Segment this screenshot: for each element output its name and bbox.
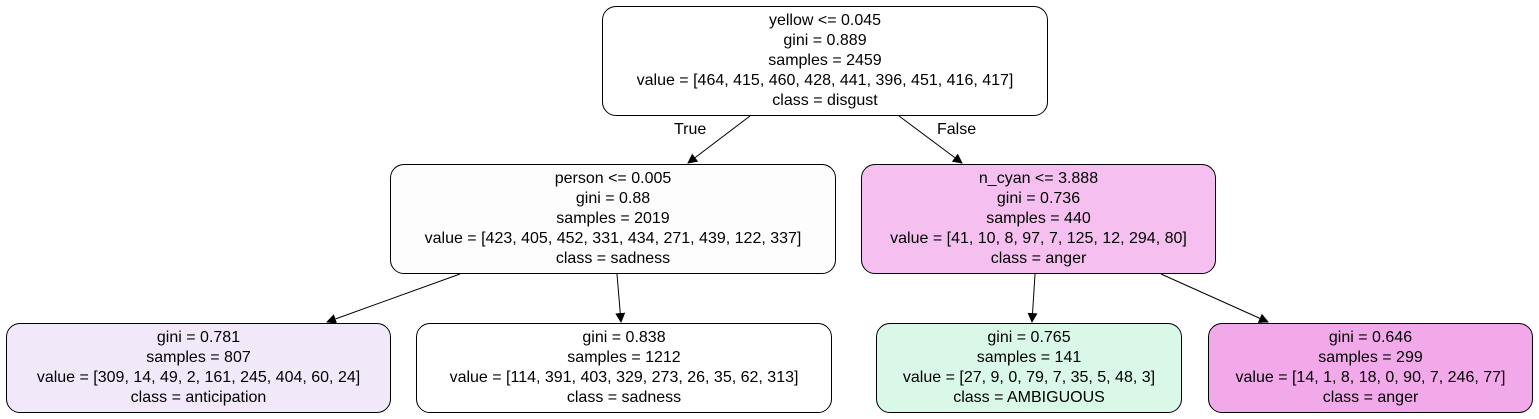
node-samples: samples = 807 (146, 349, 251, 366)
node-gini: gini = 0.736 (996, 190, 1081, 207)
edge-left-left (326, 273, 461, 324)
edge-right-right (1160, 273, 1269, 323)
node-samples: samples = 2019 (556, 210, 670, 227)
tree-leaf-2: gini = 0.838 samples = 1212 value = [114… (416, 323, 832, 413)
node-value: value = [423, 405, 452, 331, 434, 271, 4… (424, 230, 802, 247)
edge-true-label: True (674, 121, 707, 138)
node-split: yellow <= 0.045 (768, 12, 882, 29)
node-samples: samples = 299 (1318, 349, 1423, 366)
tree-node-root: yellow <= 0.045 gini = 0.889 samples = 2… (602, 6, 1048, 116)
node-class: class = AMBIGUOUS (953, 389, 1105, 406)
tree-leaf-3: gini = 0.765 samples = 141 value = [27, … (876, 323, 1182, 413)
node-samples: samples = 141 (976, 349, 1082, 366)
node-class: class = anger (1322, 389, 1419, 406)
edge-root-left (687, 115, 751, 164)
node-gini: gini = 0.781 (156, 329, 241, 346)
node-gini: gini = 0.646 (1328, 329, 1413, 346)
edge-false-label: False (937, 121, 977, 138)
node-value: value = [114, 391, 403, 329, 273, 26, 35… (449, 369, 799, 386)
node-class: class = anger (990, 250, 1087, 267)
node-class: class = anticipation (130, 389, 267, 406)
node-split: n_cyan <= 3.888 (978, 170, 1099, 187)
node-samples: samples = 1212 (567, 349, 681, 366)
tree-leaf-4: gini = 0.646 samples = 299 value = [14, … (1208, 323, 1533, 413)
edge-left-right (615, 273, 626, 323)
tree-leaf-1: gini = 0.781 samples = 807 value = [309,… (6, 323, 391, 413)
tree-node-right: n_cyan <= 3.888 gini = 0.736 samples = 4… (861, 164, 1216, 274)
node-value: value = [41, 10, 8, 97, 7, 125, 12, 294,… (890, 230, 1187, 247)
node-class: class = sadness (566, 389, 682, 406)
node-value: value = [14, 1, 8, 18, 0, 90, 7, 246, 77… (1235, 369, 1506, 386)
node-samples: samples = 2459 (768, 52, 882, 69)
node-gini: gini = 0.889 (783, 32, 867, 49)
edge-right-left (1027, 273, 1038, 323)
node-class: class = sadness (555, 250, 671, 267)
tree-node-left: person <= 0.005 gini = 0.88 samples = 20… (390, 164, 836, 274)
node-split: person <= 0.005 (554, 170, 672, 187)
node-value: value = [464, 415, 460, 428, 441, 396, 4… (636, 72, 1014, 89)
node-gini: gini = 0.88 (575, 190, 651, 207)
node-samples: samples = 440 (986, 210, 1091, 227)
node-class: class = disgust (772, 92, 878, 109)
node-gini: gini = 0.838 (582, 329, 666, 346)
node-value: value = [27, 9, 0, 79, 7, 35, 5, 48, 3] (902, 369, 1156, 386)
node-value: value = [309, 14, 49, 2, 161, 245, 404, … (36, 369, 361, 386)
edge-root-right (898, 115, 963, 164)
node-gini: gini = 0.765 (987, 329, 1071, 346)
